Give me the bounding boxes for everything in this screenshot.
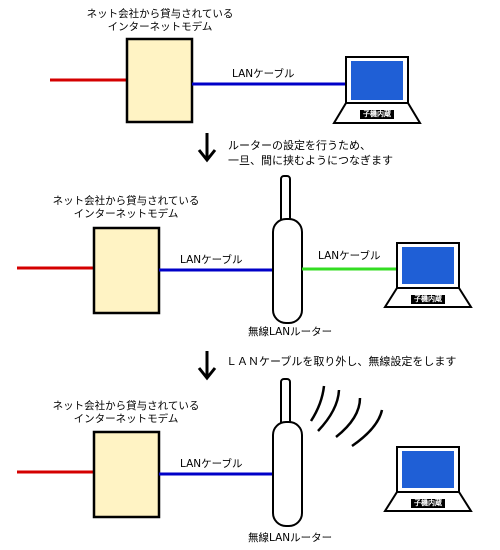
step-1-line-2: 一旦、間に挟むようにつなぎます — [228, 154, 393, 167]
step-2-instruction: ＬＡＮケーブルを取り外し、無線設定をします — [226, 355, 457, 368]
panel-2 — [17, 175, 473, 324]
pc-builtin-tag: 子機内蔵 — [410, 294, 446, 305]
laptop-icon — [383, 242, 473, 308]
pc-builtin-tag: 子機内蔵 — [410, 498, 446, 509]
modem-label: ネット会社から貸与されている インターネットモデム — [46, 195, 206, 221]
modem-label: ネット会社から貸与されている インターネットモデム — [46, 400, 206, 426]
modem — [92, 226, 161, 315]
modem-label: ネット会社から貸与されている インターネットモデム — [80, 8, 240, 34]
modem-label-line-1: ネット会社から貸与されている — [52, 195, 200, 207]
router-label: 無線LANルーター — [248, 326, 333, 338]
router-icon — [272, 378, 303, 527]
step-1-line-1: ルーターの設定を行うため、 — [228, 139, 371, 152]
router-icon — [272, 175, 303, 324]
lan-cable-label: LANケーブル — [180, 254, 243, 266]
wireless-waves-icon — [309, 385, 384, 448]
pc-builtin-tag: 子機内蔵 — [359, 109, 395, 120]
lan-cable-label-green: LANケーブル — [318, 250, 381, 262]
modem-label-line-1: ネット会社から貸与されている — [52, 400, 200, 412]
down-arrow-icon — [197, 133, 217, 163]
modem-label-line-2: インターネットモデム — [73, 413, 179, 425]
router-label: 無線LANルーター — [248, 532, 333, 544]
panel-3 — [17, 378, 473, 527]
lan-cable-label: LANケーブル — [232, 68, 295, 80]
modem-label-line-2: インターネットモデム — [73, 208, 179, 220]
modem-label-line-1: ネット会社から貸与されている — [86, 8, 234, 20]
modem — [125, 37, 194, 124]
lan-cable-label: LANケーブル — [180, 458, 243, 470]
modem — [92, 430, 161, 519]
modem-label-line-2: インターネットモデム — [107, 21, 213, 33]
step-1-instruction: ルーターの設定を行うため、 一旦、間に挟むようにつなぎます — [228, 138, 393, 168]
down-arrow-icon — [197, 351, 217, 381]
